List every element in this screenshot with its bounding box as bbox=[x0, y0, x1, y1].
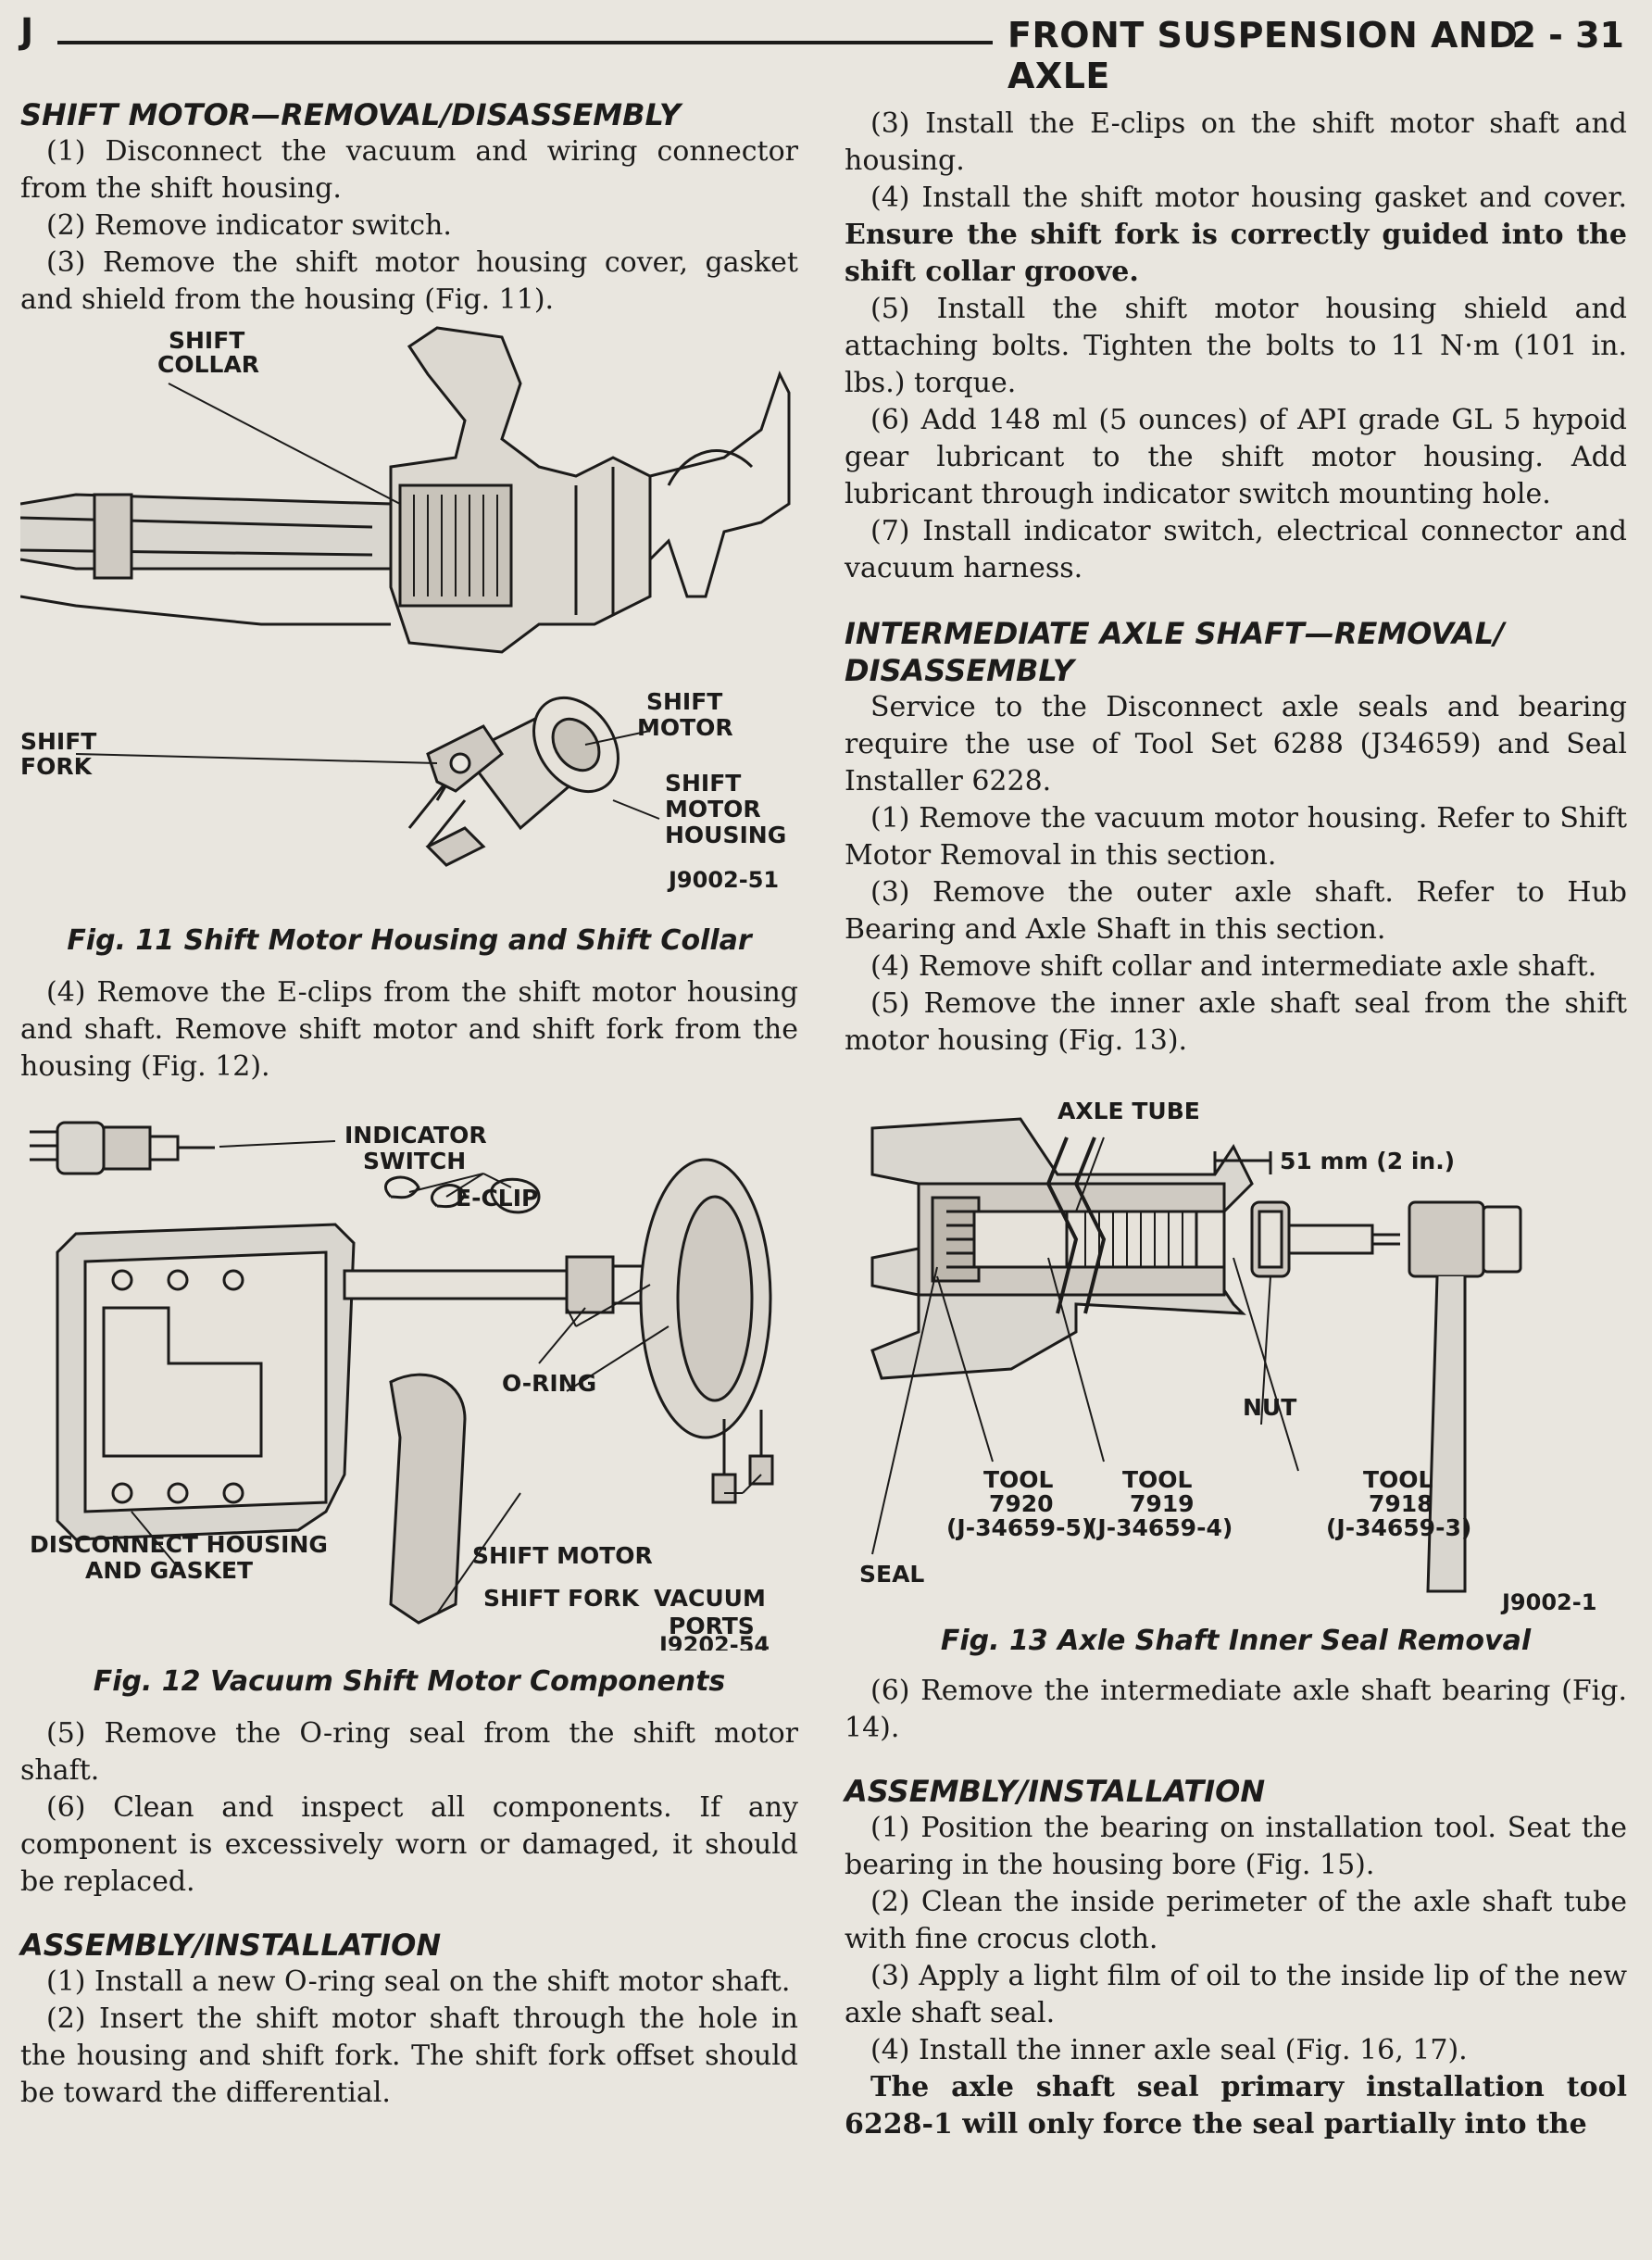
label-shift-fork: SHIFT FORK bbox=[483, 1585, 641, 1612]
warning-text: The axle shaft seal primary installation… bbox=[845, 2071, 1627, 2141]
step-paragraph: (3) Remove the outer axle shaft. Refer t… bbox=[845, 876, 1627, 946]
section-heading-shift-motor-removal: SHIFT MOTOR—REMOVAL/DISASSEMBLY bbox=[20, 97, 682, 132]
step-paragraph: (4) Install the shift motor housing gask… bbox=[845, 180, 1627, 291]
step-paragraph: (6) Add 148 ml (5 ounces) of API grade G… bbox=[845, 404, 1627, 510]
label-tool-7920-line2: 7920 bbox=[989, 1490, 1054, 1517]
step-paragraph: (3) Apply a light film of oil to the ins… bbox=[845, 1960, 1627, 2029]
label-motor-housing-line3: HOUSING bbox=[665, 822, 786, 848]
label-tool-7918-line1: TOOL bbox=[1363, 1466, 1433, 1493]
label-shift-motor-line2: MOTOR bbox=[637, 714, 733, 741]
step-paragraph: (1) Disconnect the vacuum and wiring con… bbox=[20, 135, 798, 205]
step-paragraph: (3) Remove the shift motor housing cover… bbox=[20, 246, 798, 316]
step-paragraph: (4) Install the inner axle seal (Fig. 16… bbox=[870, 2034, 1468, 2066]
label-o-ring: O-RING bbox=[502, 1370, 596, 1397]
step-paragraph: (2) Clean the inside perimeter of the ax… bbox=[845, 1886, 1627, 1955]
label-disconnect-line1: DISCONNECT HOUSING bbox=[30, 1531, 328, 1558]
label-indicator-line2: SWITCH bbox=[363, 1148, 466, 1174]
header-rule bbox=[57, 41, 993, 44]
label-tool-7920-line3: (J-34659-5) bbox=[946, 1514, 1092, 1541]
figure-11: SHIFT COLLAR SHIFT MOTOR SHIFT FORK SHIF… bbox=[20, 319, 798, 958]
label-tool-7919-line2: 7919 bbox=[1130, 1490, 1195, 1517]
chapter-title: FRONT SUSPENSION AND AXLE bbox=[1007, 15, 1519, 96]
label-shift-fork-line1: SHIFT bbox=[20, 728, 96, 755]
step-paragraph: Service to the Disconnect axle seals and… bbox=[845, 691, 1627, 797]
step-paragraph: The axle shaft seal primary installation… bbox=[845, 2069, 1627, 2143]
figure-code: J9202-54 bbox=[657, 1632, 770, 1651]
label-nut: NUT bbox=[1243, 1394, 1296, 1421]
step-paragraph: (1) Install a new O-ring seal on the shi… bbox=[46, 1965, 791, 1998]
label-shift-motor-line1: SHIFT bbox=[646, 688, 722, 715]
label-tool-7919-line3: (J-34659-4) bbox=[1087, 1514, 1233, 1541]
label-axle-tube: AXLE TUBE bbox=[1058, 1098, 1200, 1124]
step-paragraph: (5) Install the shift motor housing shie… bbox=[845, 293, 1627, 399]
step-paragraph: (6) Clean and inspect all components. If… bbox=[20, 1791, 798, 1898]
label-tool-7920-line1: TOOL bbox=[983, 1466, 1054, 1493]
warning-text: Ensure the shift fork is correctly guide… bbox=[845, 219, 1627, 288]
step-paragraph: (1) Remove the vacuum motor housing. Ref… bbox=[845, 802, 1627, 872]
axle-shaft-inner-seal-removal-illustration: AXLE TUBE 51 mm (2 in.) NUT TOOL 7920 (J… bbox=[859, 1098, 1596, 1615]
label-e-clip: E-CLIP bbox=[456, 1185, 538, 1212]
label-indicator-line1: INDICATOR bbox=[344, 1122, 487, 1149]
label-vacuum-line2: PORTS bbox=[669, 1613, 755, 1639]
figure-12-caption: Fig. 12 Vacuum Shift Motor Components bbox=[93, 1665, 726, 1698]
step-paragraph: (2) Insert the shift motor shaft through… bbox=[20, 2003, 798, 2109]
step-paragraph: (4) Remove the E-clips from the shift mo… bbox=[20, 976, 798, 1083]
label-shift-collar-line1: SHIFT bbox=[169, 327, 244, 354]
step-text: (4) Install the shift motor housing gask… bbox=[870, 182, 1627, 214]
step-paragraph: (6) Remove the intermediate axle shaft b… bbox=[845, 1675, 1627, 1744]
figure-code: J9002-51 bbox=[667, 867, 779, 893]
section-heading-assembly: ASSEMBLY/INSTALLATION bbox=[845, 1774, 1266, 1809]
figure-code: J9002-1 bbox=[1500, 1589, 1596, 1615]
label-motor-housing-line1: SHIFT bbox=[665, 770, 741, 797]
label-tool-7918-line3: (J-34659-3) bbox=[1326, 1514, 1471, 1541]
step-paragraph: (7) Install indicator switch, electrical… bbox=[845, 515, 1627, 584]
label-shift-collar-line2: COLLAR bbox=[157, 351, 259, 378]
page-number: 2 - 31 bbox=[1511, 15, 1624, 56]
step-paragraph: (5) Remove the O-ring seal from the shif… bbox=[20, 1717, 798, 1787]
label-tool-7919-line1: TOOL bbox=[1122, 1466, 1193, 1493]
figure-13-caption: Fig. 13 Axle Shaft Inner Seal Removal bbox=[940, 1625, 1532, 1657]
right-column: (3) Install the E-clips on the shift mot… bbox=[845, 106, 1627, 2143]
step-paragraph: (2) Remove indicator switch. bbox=[46, 209, 452, 242]
label-motor-housing-line2: MOTOR bbox=[665, 796, 761, 822]
shift-motor-housing-illustration: SHIFT COLLAR SHIFT MOTOR SHIFT FORK SHIF… bbox=[20, 326, 791, 893]
section-heading-intermediate-axle: INTERMEDIATE AXLE SHAFT—REMOVAL/ DISASSE… bbox=[845, 616, 1505, 688]
page-header: J FRONT SUSPENSION AND AXLE 2 - 31 bbox=[20, 7, 1632, 96]
figure-11-caption: Fig. 11 Shift Motor Housing and Shift Co… bbox=[67, 924, 752, 957]
step-paragraph: (1) Position the bearing on installation… bbox=[845, 1812, 1627, 1881]
label-vacuum-line1: VACUUM bbox=[654, 1585, 766, 1612]
step-paragraph: (5) Remove the inner axle shaft seal fro… bbox=[845, 987, 1627, 1057]
label-tool-7918-line2: 7918 bbox=[1369, 1490, 1433, 1517]
left-column: SHIFT MOTOR—REMOVAL/DISASSEMBLY (1) Disc… bbox=[20, 96, 798, 2112]
figure-13: AXLE TUBE 51 mm (2 in.) NUT TOOL 7920 (J… bbox=[845, 1073, 1627, 1619]
label-shift-motor: SHIFT MOTOR bbox=[472, 1542, 653, 1569]
step-paragraph: (3) Install the E-clips on the shift mot… bbox=[845, 107, 1627, 177]
label-disconnect-line2: AND GASKET bbox=[85, 1557, 253, 1584]
section-letter: J bbox=[20, 11, 34, 52]
label-shift-fork-line2: FORK bbox=[20, 753, 94, 780]
section-heading-assembly: ASSEMBLY/INSTALLATION bbox=[20, 1927, 442, 1963]
label-seal: SEAL bbox=[859, 1561, 924, 1588]
vacuum-shift-motor-components-illustration: INDICATOR SWITCH E-CLIP O-RING DISCONNEC… bbox=[30, 1121, 774, 1651]
figure-12: INDICATOR SWITCH E-CLIP O-RING DISCONNEC… bbox=[20, 1086, 798, 1651]
step-paragraph: (4) Remove shift collar and intermediate… bbox=[870, 950, 1597, 983]
label-dimension: 51 mm (2 in.) bbox=[1280, 1148, 1455, 1174]
